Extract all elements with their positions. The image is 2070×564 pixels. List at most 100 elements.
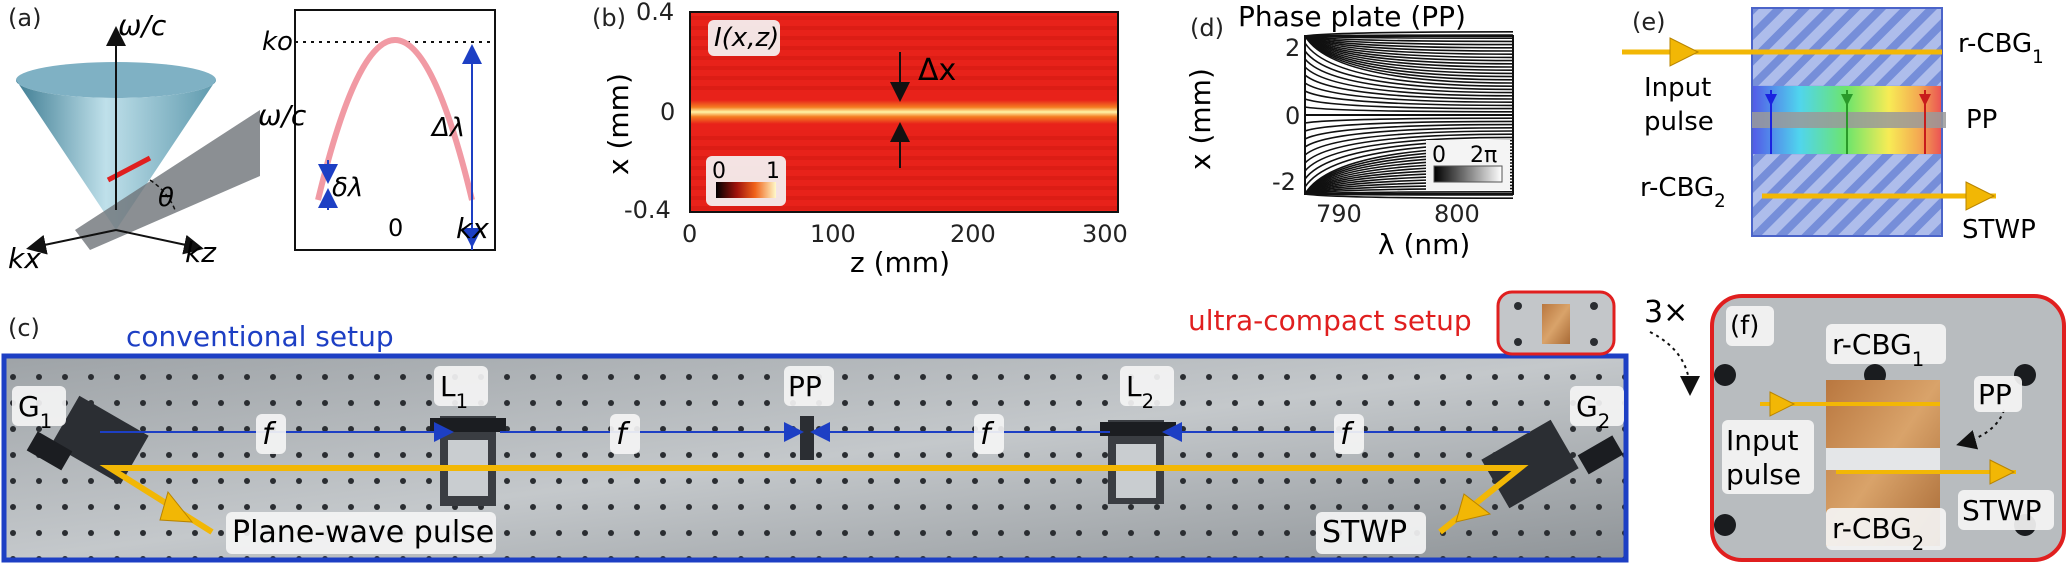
phase-contour <box>1304 127 1514 148</box>
plot-yaxis-label: ω/c <box>258 99 307 132</box>
fringe-line <box>690 16 1118 20</box>
ultra-compact-label: ultra-compact setup <box>1188 304 1472 337</box>
phase-colorbar-min: 0 <box>1432 143 1446 168</box>
top-grating-label: r-CBG1 <box>1958 29 2044 68</box>
intensity-colorbar-max: 1 <box>766 159 780 184</box>
fringe-line <box>690 146 1118 150</box>
phase-contour <box>1304 106 1514 113</box>
phase-contour <box>1304 136 1514 172</box>
panel-f: (f) r-CBG1 PP Input pulse STWP r-CBG2 <box>1710 294 2066 562</box>
input-pulse-label-1: Input <box>1644 73 1711 103</box>
phase-contour <box>1304 123 1514 140</box>
b-ylabel: x (mm) <box>602 73 635 175</box>
fringe-line <box>690 76 1118 80</box>
phase-contour <box>1304 74 1514 100</box>
panel-a: (a) ω/c kx kz θ ko ω/c 0 <box>8 4 496 275</box>
theta-label: θ <box>158 183 174 213</box>
panel-e-tag: (e) <box>1632 8 1666 36</box>
b-xtick-2: 200 <box>950 220 996 248</box>
fringe-line <box>690 196 1118 200</box>
fringe-line <box>690 206 1118 210</box>
lens-l1 <box>430 416 506 506</box>
phase-contour <box>1304 130 1514 156</box>
fringe-line <box>690 166 1118 170</box>
f-stwp-label: STWP <box>1962 494 2041 527</box>
phase-plate-fringes <box>1304 31 1514 199</box>
d-ytick-bot: -2 <box>1272 168 1296 196</box>
light-cone-diagram: ω/c kx kz θ <box>8 9 260 275</box>
fringe-line <box>690 86 1118 90</box>
delta-x-label: Δx <box>918 53 956 88</box>
beam-path <box>99 465 1529 535</box>
intensity-colorbar-min: 0 <box>712 159 726 184</box>
fringe-line <box>690 136 1118 140</box>
spectral-support-plot: ko ω/c 0 kx δλ Δλ <box>258 9 496 251</box>
zoom-arrow <box>1649 331 1700 396</box>
phase-contour <box>1304 50 1514 91</box>
b-xtick-3: 300 <box>1082 220 1128 248</box>
kz-axis <box>115 229 204 255</box>
fringe-line <box>690 156 1118 160</box>
phase-contour <box>1304 82 1514 103</box>
fringe-line <box>690 56 1118 60</box>
b-ytick-bot: -0.4 <box>624 196 671 224</box>
d-ytick-top: 2 <box>1285 34 1300 62</box>
conventional-setup-frame <box>1 353 1629 563</box>
intensity-title-box <box>708 20 780 56</box>
theta-arc <box>149 179 176 211</box>
k0-label: ko <box>262 27 293 57</box>
phase-contour <box>1304 133 1514 164</box>
intensity-peak-band <box>690 100 1118 124</box>
phase-colorbar-max: 2π <box>1470 143 1497 168</box>
intensity-fringes <box>690 16 1118 210</box>
compact-setup: ultra-compact setup 3× <box>1188 290 1700 396</box>
input-beam-arrow <box>1669 37 1700 67</box>
plane-wave-pulse-label: Plane-wave pulse <box>232 515 494 550</box>
d-xlabel: λ (nm) <box>1378 228 1470 261</box>
stwp-label: STWP <box>1962 215 2036 245</box>
phase-contour <box>1304 117 1514 124</box>
magnification-label: 3× <box>1644 295 1688 330</box>
small-delta-lambda-label: δλ <box>332 173 363 203</box>
f-input-arrow <box>1769 391 1796 417</box>
kz-label: kz <box>185 236 217 269</box>
phase-contour <box>1304 42 1514 87</box>
b-xtick-1: 100 <box>810 220 856 248</box>
conventional-setup-label: conventional setup <box>126 320 394 353</box>
phase-contour <box>1304 90 1514 107</box>
phase-contour <box>1304 58 1514 94</box>
fringe-line <box>690 26 1118 30</box>
panel-c-tag: (c) <box>8 314 40 342</box>
phase-colorbar <box>1433 165 1503 183</box>
large-delta-lambda-label: Δλ <box>430 113 465 143</box>
intensity-title: I(x,z) <box>714 23 779 53</box>
phase-plate-bar <box>1752 112 1946 128</box>
phase-plate-frame <box>1304 35 1514 195</box>
input-beam-arrow-c <box>159 490 194 523</box>
pp-label: PP <box>1966 105 1997 135</box>
panel-d: (d) Phase plate (PP) 0 2π 2 0 -2 790 800… <box>1184 0 1514 261</box>
f-pp-label: PP <box>1978 378 2012 411</box>
intensity-colorbar <box>716 182 776 198</box>
d-ytick-mid: 0 <box>1285 102 1300 130</box>
omega-label: ω/c <box>118 9 167 42</box>
fringe-line <box>690 66 1118 70</box>
kx-label: kx <box>8 242 41 275</box>
grating-g1 <box>26 395 149 485</box>
tilted-plane <box>75 110 260 250</box>
compact-device-thumb <box>1542 304 1570 344</box>
output-beam-arrow-c <box>1455 493 1492 523</box>
phase-center-line <box>1305 114 1513 116</box>
b-ytick-mid: 0 <box>660 98 675 126</box>
b-xlabel: z (mm) <box>850 246 950 279</box>
panel-a-tag: (a) <box>8 4 41 32</box>
f-output-arrow <box>1989 459 2016 485</box>
f-input-label-2: pulse <box>1726 458 1801 491</box>
f-input-label-1: Input <box>1726 424 1799 457</box>
phase-plate-title: Phase plate (PP) <box>1238 0 1466 33</box>
b-ytick-top: 0.4 <box>636 0 674 26</box>
d-xtick-0: 790 <box>1316 200 1362 228</box>
panel-f-tag: (f) <box>1730 311 1759 341</box>
output-beam-arrow <box>1965 181 1996 211</box>
